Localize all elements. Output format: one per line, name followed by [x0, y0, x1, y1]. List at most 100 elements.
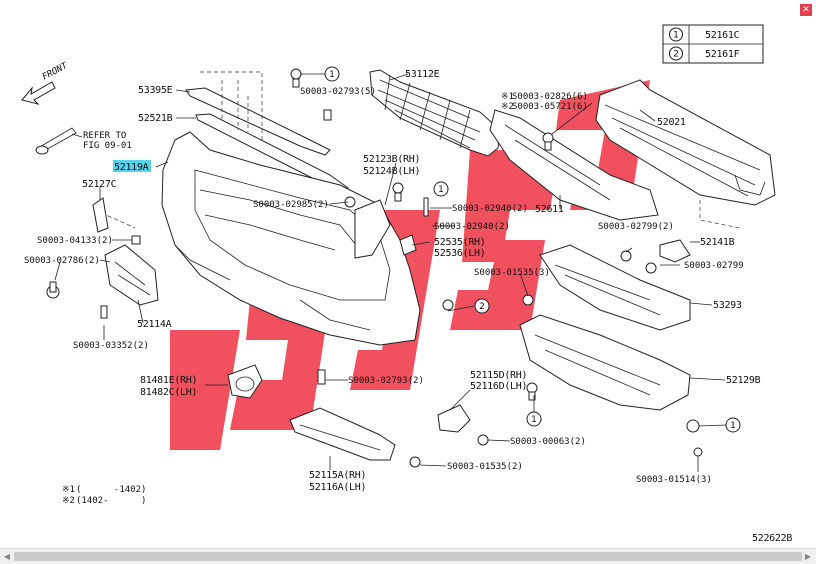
label-mark1: ※1: [501, 92, 514, 102]
clip-icon: [645, 262, 657, 274]
label-mark2: ※2: [501, 102, 514, 112]
bolt-icon: [409, 456, 421, 468]
refer-to-line1: REFER TO: [83, 131, 126, 141]
bolt-icon: [46, 281, 60, 299]
refer-to-note: REFER TO FIG 09-01: [35, 127, 132, 155]
legend-part-1: 52161C: [705, 30, 740, 41]
scroll-right-icon[interactable]: ▶: [804, 552, 812, 561]
clip-icon: [290, 68, 302, 88]
label-s0003-02985: S0003-02985(2): [253, 200, 329, 210]
svg-text:1: 1: [329, 70, 335, 80]
clip-icon: [477, 434, 489, 446]
label-s0003-02799-a: S0003-02799(2): [598, 222, 674, 232]
label-s0003-04133: S0003-04133(2): [37, 236, 113, 246]
label-52123B: 52123B(RH): [363, 154, 420, 165]
legend-marker-2-text: 2: [673, 50, 679, 60]
highlight-52119A: [113, 160, 151, 172]
note-2-text: (1402- ): [76, 496, 146, 506]
callout-2-a: [474, 298, 490, 314]
label-s0003-01535-a: S0003-01535(3): [474, 268, 550, 278]
label-52115D: 52115D(RH): [470, 370, 527, 381]
label-81482C: 81482C(LH): [140, 387, 197, 398]
svg-text:1: 1: [730, 421, 736, 431]
clip-icon: [323, 109, 332, 121]
note-1-mark: ※1: [62, 485, 75, 495]
label-52127C: 52127C: [82, 179, 117, 190]
watermark-logo: [170, 80, 650, 450]
side-support-52114A: [94, 209, 159, 306]
front-arrow: FRONT: [21, 61, 70, 105]
legend-marker-1: [669, 27, 683, 42]
callout-markers: 1 1 2 1 1: [324, 66, 741, 433]
label-53112E: 53112E: [405, 69, 440, 80]
grille-53112E: [369, 69, 501, 157]
label-53293: 53293: [713, 300, 742, 311]
label-52116A: 52116A(LH): [309, 482, 366, 493]
legend-marker-1-text: 1: [673, 31, 679, 41]
label-52116D: 52116D(LH): [470, 381, 527, 392]
legend-table: 1 2 52161C 52161F: [662, 24, 764, 64]
label-81481E: 81481E(RH): [140, 375, 197, 386]
label-52119A: 52119A: [114, 162, 149, 173]
svg-text:2: 2: [479, 302, 485, 312]
seal-52535: [399, 234, 417, 256]
label-s0003-01514: S0003-01514(3): [636, 475, 712, 485]
label-s0003-02826: S0003-02826(6): [512, 92, 588, 102]
clip-icon: [131, 235, 141, 245]
label-52114A: 52114A: [137, 319, 172, 330]
engine-under-cover-52129B: [519, 314, 691, 411]
scroll-thumb[interactable]: [14, 552, 802, 561]
retainer-52123B: [354, 199, 391, 259]
label-s0003-05721: S0003-05721(6): [512, 102, 588, 112]
part-labels: 53395E 53112E 52521B 52119A 52127C S0003…: [24, 69, 761, 493]
label-52521B: 52521B: [138, 113, 173, 124]
bracket-52141B: [659, 239, 691, 263]
fog-lamp-cover-81481E: [227, 364, 263, 399]
refer-to-line2: FIG 09-01: [83, 141, 132, 151]
legend-part-2: 52161F: [705, 49, 740, 60]
under-cover-53293: [539, 244, 691, 331]
callout-1-b: [433, 181, 449, 197]
bolt-icon: [522, 294, 534, 306]
clip-icon: [317, 369, 326, 385]
horizontal-scrollbar[interactable]: ◀ ▶: [0, 548, 816, 564]
scroll-left-icon[interactable]: ◀: [3, 552, 11, 561]
clip-icon: [526, 382, 538, 401]
label-s0003-02786: S0003-02786(2): [24, 256, 100, 266]
bracket-52127C: [92, 197, 109, 233]
label-s0003-02940-a: S0003-02940(2): [452, 204, 528, 214]
label-52115A: 52115A(RH): [309, 470, 366, 481]
side-retainer-52115D: [437, 404, 471, 433]
legend-marker-2: [669, 46, 683, 61]
label-s0003-00063: S0003-00063(2): [510, 437, 586, 447]
clip-icon: [686, 419, 700, 433]
label-52611: 52611: [535, 204, 564, 215]
screw-icon: [423, 197, 429, 217]
absorber-52611: [489, 109, 659, 221]
label-s0003-03352: S0003-03352(2): [73, 341, 149, 351]
note-1-text: ( -1402): [76, 485, 146, 495]
footnotes: ※1 ( -1402) ※2 (1402- ): [62, 485, 146, 506]
label-52021: 52021: [657, 117, 686, 128]
label-52129B: 52129B: [726, 375, 761, 386]
svg-text:1: 1: [531, 415, 537, 425]
label-53395E: 53395E: [138, 85, 173, 96]
reinforcement-52021: [595, 79, 776, 229]
leader-lines: [54, 73, 727, 472]
label-52535: 52535(RH): [434, 237, 486, 248]
screw-icon: [100, 305, 108, 319]
label-52124B: 52124B(LH): [363, 166, 420, 177]
clip-icon: [620, 250, 632, 262]
label-s0003-02793-2: S0003-02793(2): [348, 376, 424, 386]
label-52536: 52536(LH): [434, 248, 486, 259]
clip-icon: [442, 299, 454, 311]
diagram-id: 522622B: [752, 533, 792, 544]
clip-icon: [392, 182, 404, 202]
side-retainer-52115A: [289, 407, 396, 461]
label-s0003-02793-5: S0003-02793(5): [300, 87, 376, 97]
label-s0003-02799-b: S0003-02799: [684, 261, 744, 271]
label-s0003-02940-b: S0003-02940(2): [434, 222, 510, 232]
close-icon[interactable]: ✕: [800, 4, 812, 16]
bolt-icon: [542, 132, 554, 151]
front-label: FRONT: [41, 61, 70, 83]
